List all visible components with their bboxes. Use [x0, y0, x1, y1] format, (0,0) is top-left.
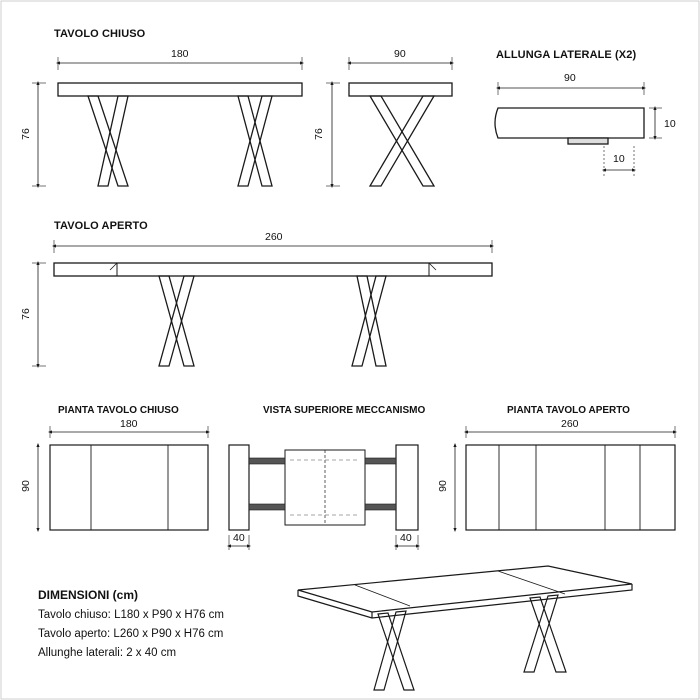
extension-thickness-value: 10 — [664, 118, 676, 130]
closed-height-value: 76 — [19, 128, 32, 140]
open-length-value: 260 — [265, 231, 283, 243]
mechanism-title: VISTA SUPERIORE MECCANISMO — [263, 405, 426, 416]
extension-section-title: ALLUNGA LATERALE (X2) — [496, 49, 637, 61]
spec-extensions: Allunghe laterali: 2 x 40 cm — [38, 647, 177, 659]
open-section-title: TAVOLO APERTO — [54, 220, 148, 232]
side-height-value: 76 — [312, 128, 325, 140]
open-height-value: 76 — [19, 308, 32, 320]
extension-board — [494, 107, 645, 139]
perspective-table — [297, 565, 633, 691]
open-tabletop — [53, 262, 493, 277]
plan-closed-length-value: 180 — [120, 418, 138, 430]
mechanism-top-view — [227, 444, 420, 550]
extension-length-value: 90 — [564, 72, 576, 84]
closed-front-view — [32, 57, 304, 188]
plan-open-depth-value: 90 — [436, 480, 449, 492]
closed-tabletop — [57, 82, 303, 97]
specs-title: DIMENSIONI (cm) — [38, 588, 139, 602]
spec-open: Tavolo aperto: L260 x P90 x H76 cm — [38, 628, 224, 640]
mechanism-left-value: 40 — [233, 532, 245, 544]
side-tabletop — [348, 82, 453, 97]
plan-open-length-value: 260 — [561, 418, 579, 430]
plan-open-title: PIANTA TAVOLO APERTO — [507, 405, 630, 416]
extension-offset-value: 10 — [613, 153, 625, 165]
extension-detail — [494, 82, 662, 176]
closed-length-value: 180 — [171, 48, 189, 60]
spec-closed: Tavolo chiuso: L180 x P90 x H76 cm — [38, 609, 225, 621]
closed-depth-value: 90 — [394, 48, 406, 60]
closed-side-view — [326, 57, 454, 188]
plan-closed — [36, 426, 210, 532]
mechanism-right-value: 40 — [400, 532, 412, 544]
open-front-view — [32, 240, 494, 368]
plan-open — [453, 426, 677, 532]
plan-closed-depth-value: 90 — [19, 480, 32, 492]
closed-section-title: TAVOLO CHIUSO — [54, 28, 146, 40]
plan-closed-title: PIANTA TAVOLO CHIUSO — [58, 405, 179, 416]
